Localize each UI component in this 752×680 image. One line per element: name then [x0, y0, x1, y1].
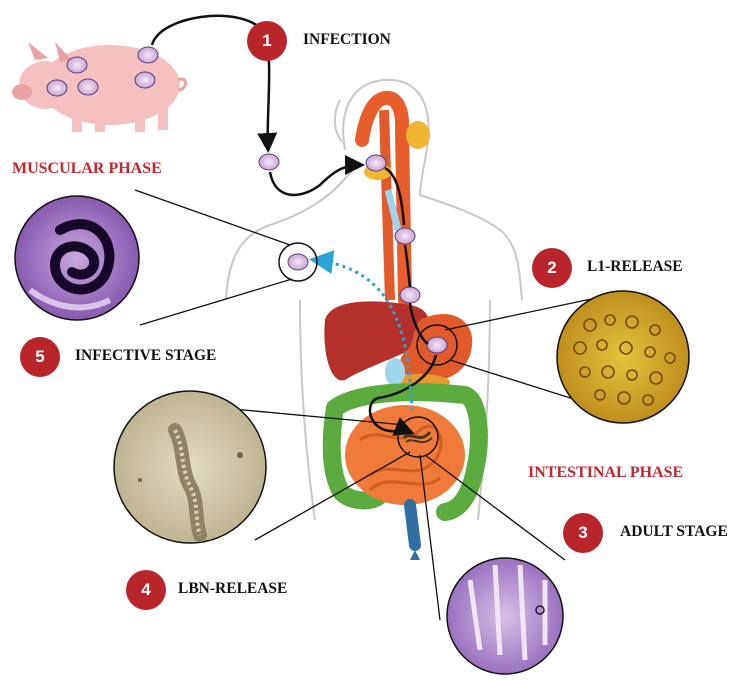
- step-1-number: 1: [247, 21, 287, 61]
- muscular-phase-label: MUSCULAR PHASE: [12, 160, 162, 178]
- larva-cyst-icon: [288, 254, 308, 270]
- step-5-label: INFECTIVE STAGE: [75, 347, 216, 365]
- larva-cyst-icon: [78, 79, 98, 95]
- adult-stage-micrograph: [447, 558, 563, 674]
- step-2-label: L1-RELEASE: [587, 258, 683, 276]
- step-4-number: 4: [126, 570, 166, 610]
- larva-cyst-icon: [138, 47, 158, 63]
- pig-icon: [12, 42, 186, 132]
- larva-cyst-icon: [47, 80, 67, 96]
- step-2-number: 2: [532, 248, 572, 288]
- larva-cyst-icon: [135, 72, 155, 88]
- larva-cyst-icon: [366, 155, 386, 171]
- larva-cyst-icon: [427, 337, 447, 353]
- muscle-larva-micrograph: [15, 196, 139, 320]
- step-3-number: 3: [563, 513, 603, 553]
- larva-cyst-icon: [395, 228, 415, 244]
- step-5-number: 5: [20, 337, 60, 377]
- larva-cyst-icon: [259, 154, 279, 170]
- newborn-larvae-micrograph: [114, 391, 266, 543]
- larva-cyst-icon: [400, 287, 420, 303]
- step-1-label: INFECTION: [303, 31, 391, 49]
- larva-cyst-icon: [67, 57, 87, 73]
- step-4-label: LBN-RELEASE: [178, 580, 287, 598]
- step-3-label: ADULT STAGE: [620, 523, 728, 541]
- l1-larvae-micrograph: [557, 291, 689, 423]
- intestinal-phase-label: INTESTINAL PHASE: [528, 464, 683, 482]
